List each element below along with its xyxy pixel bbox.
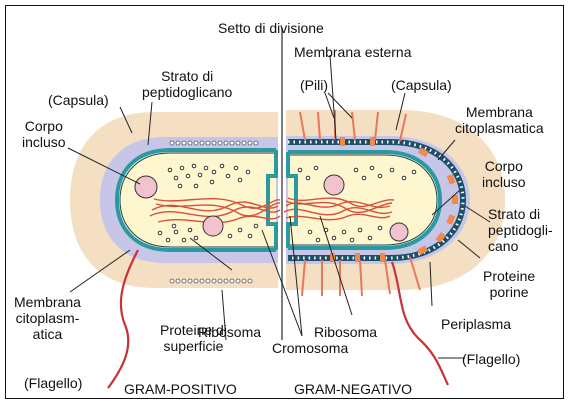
surface-protein-row-top	[170, 141, 258, 145]
membrane-left-shape	[117, 150, 276, 250]
label-outer-membrane: Membrana esterna	[294, 44, 412, 60]
label-porins: Proteine porine	[483, 268, 535, 300]
label-flagellum-left: (Flagello)	[24, 375, 82, 391]
label-septum: Setto di divisione	[218, 20, 324, 36]
label-chromosome: Cromosoma	[272, 340, 348, 356]
label-membrane-right: Membrana citoplasmatica	[455, 104, 544, 136]
label-inclusion-right: Corpo incluso	[482, 158, 526, 190]
label-gram-positive: GRAM-POSITIVO	[124, 381, 237, 397]
label-gram-negative: GRAM-NEGATIVO	[294, 381, 412, 397]
label-ribosome-right: Ribosoma	[314, 324, 377, 340]
label-membrane-left: Membrana citoplasm- atica	[14, 294, 81, 342]
label-peptidoglycan-right: Strato di peptidogli- cano	[488, 206, 553, 254]
label-peptidoglycan-left: Strato di peptidoglicano	[142, 68, 232, 100]
label-inclusion-left: Corpo incluso	[22, 118, 66, 150]
label-pili: (Pili)	[300, 77, 328, 93]
label-ribosome-left: Ribosoma	[198, 324, 261, 340]
label-periplasm: Periplasma	[441, 316, 511, 332]
label-capsule-left: (Capsula)	[48, 92, 109, 108]
label-capsule-right: (Capsula)	[391, 77, 452, 93]
label-flagellum-right: (Flagello)	[462, 351, 520, 367]
